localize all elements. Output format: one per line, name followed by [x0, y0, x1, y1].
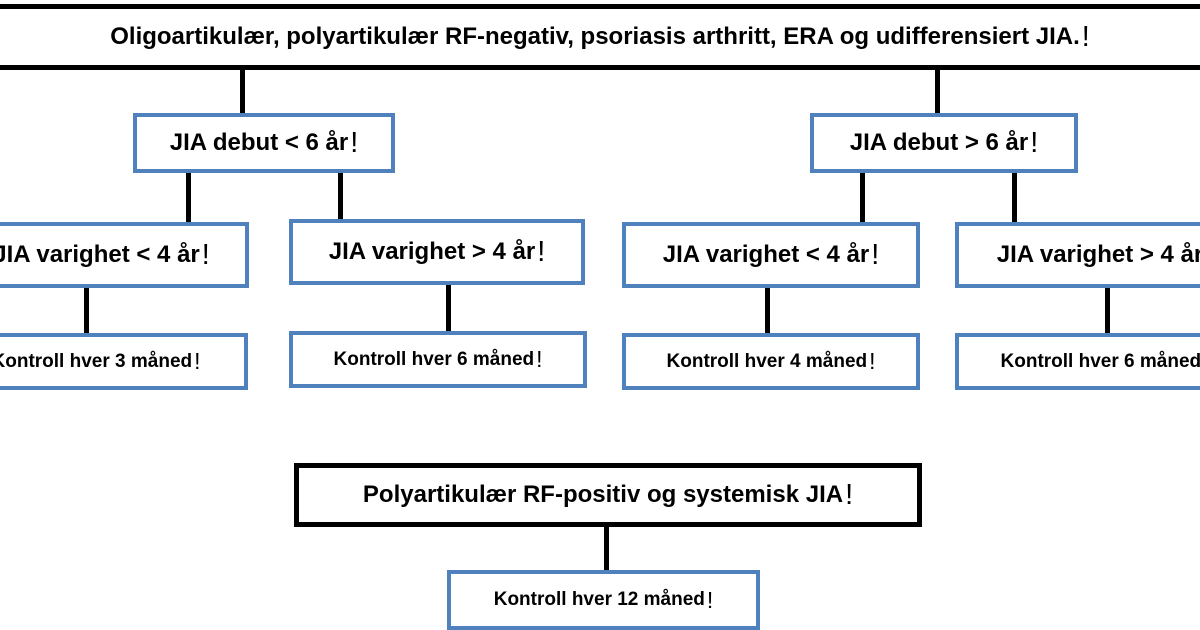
terminator-mark: ! — [537, 235, 546, 268]
terminator-mark: ! — [350, 126, 359, 159]
terminator-mark: ! — [869, 348, 876, 375]
left-short-duration-label: JIA varighet < 4 år — [0, 241, 200, 268]
terminator-mark: ! — [194, 348, 201, 375]
connector-right-long-to-control — [1105, 287, 1110, 334]
connector-right-short-to-control — [765, 287, 770, 334]
right-short-control-box: Kontroll hver 4 måned! — [622, 333, 920, 390]
left-short-control-box: Kontroll hver 3 måned! — [0, 333, 248, 390]
right-branch-box: JIA debut > 6 år! — [810, 113, 1078, 173]
bottom-control-box: Kontroll hver 12 måned! — [447, 570, 760, 630]
right-short-duration-label: JIA varighet < 4 år — [662, 241, 870, 268]
right-long-duration-label: JIA varighet > 4 år — [996, 241, 1200, 268]
right-long-control-label: Kontroll hver 6 måned — [1000, 350, 1200, 372]
connector-top-to-left-branch — [240, 66, 245, 116]
left-long-control-label: Kontroll hver 6 måned — [333, 348, 535, 370]
terminator-mark: ! — [536, 346, 543, 373]
connector-right-branch-to-long — [1012, 172, 1017, 224]
right-long-control-box: Kontroll hver 6 måned! — [955, 333, 1200, 390]
right-long-duration-box: JIA varighet > 4 år! — [955, 222, 1200, 288]
connector-left-branch-to-long — [338, 172, 343, 220]
right-short-duration-box: JIA varighet < 4 år! — [622, 222, 920, 288]
bottom-group-box: Polyartikulær RF-positiv og systemisk JI… — [294, 463, 922, 527]
terminator-mark: ! — [871, 238, 880, 271]
top-group-box: Oligoartikulær, polyartikulær RF-negativ… — [0, 4, 1200, 70]
terminator-mark: ! — [1030, 126, 1039, 159]
terminator-mark: ! — [1081, 20, 1090, 53]
left-long-duration-box: JIA varighet > 4 år! — [289, 219, 585, 285]
terminator-mark: ! — [706, 586, 714, 613]
terminator-mark: ! — [201, 238, 210, 271]
connector-top-to-right-branch — [935, 66, 940, 116]
left-short-duration-box: JIA varighet < 4 år! — [0, 222, 249, 288]
connector-left-short-to-control — [84, 287, 89, 334]
left-long-duration-label: JIA varighet > 4 år — [328, 238, 536, 265]
left-branch-box: JIA debut < 6 år! — [133, 113, 395, 173]
bottom-group-label: Polyartikulær RF-positiv og systemisk JI… — [362, 481, 844, 508]
connector-right-branch-to-short — [860, 172, 865, 224]
top-group-label: Oligoartikulær, polyartikulær RF-negativ… — [110, 23, 1080, 50]
connector-left-long-to-control — [446, 283, 451, 332]
right-short-control-label: Kontroll hver 4 måned — [666, 350, 868, 372]
left-long-control-box: Kontroll hver 6 måned! — [289, 331, 587, 388]
left-branch-label: JIA debut < 6 år — [169, 129, 349, 156]
right-branch-label: JIA debut > 6 år — [849, 129, 1029, 156]
terminator-mark: ! — [845, 478, 854, 511]
connector-bottom-to-control — [604, 524, 609, 572]
bottom-control-label: Kontroll hver 12 måned — [493, 589, 705, 610]
connector-left-branch-to-short — [186, 172, 191, 224]
left-short-control-label: Kontroll hver 3 måned — [0, 350, 193, 372]
